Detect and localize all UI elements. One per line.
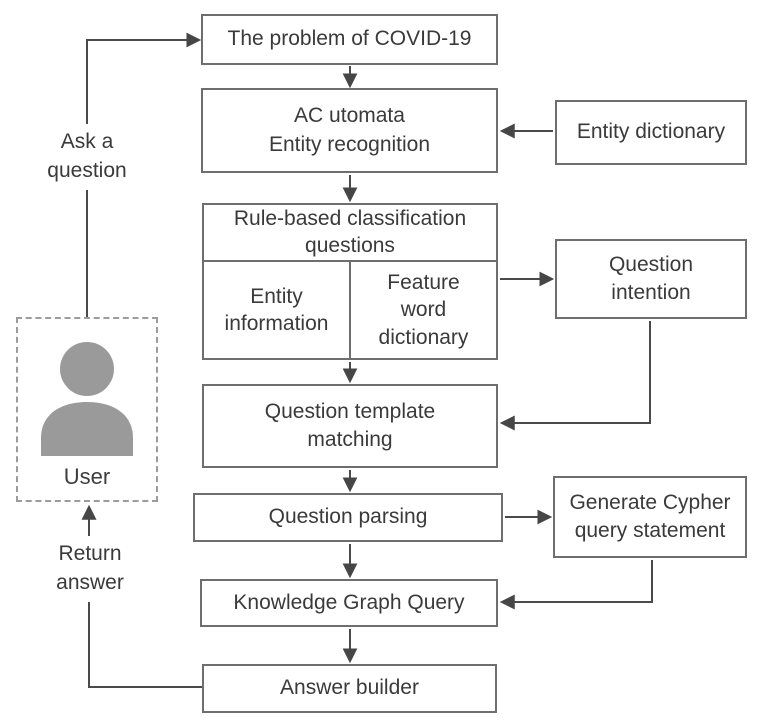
arrow-ask-a-question xyxy=(86,32,202,317)
cell-feature-word-dictionary: Feature word dictionary xyxy=(378,271,469,349)
node-knowledge-graph-query: Knowledge Graph Query xyxy=(200,579,498,627)
user-box: User xyxy=(16,317,158,502)
edge-label-return-answer: Return answer xyxy=(33,536,147,602)
node-entity-dictionary: Entity dictionary xyxy=(555,100,747,165)
node-answer-builder: Answer builder xyxy=(202,664,497,713)
node-generate-cypher-query: Generate Cypher query statement xyxy=(553,476,747,558)
user-icon xyxy=(41,342,133,456)
rule-based-classification-header: Rule-based classification questions xyxy=(204,205,496,262)
node-rule-based-classification: Rule-based classification questions Enti… xyxy=(202,203,498,360)
node-question-parsing: Question parsing xyxy=(193,493,503,542)
edge-label-ask-a-question: Ask a question xyxy=(27,124,147,190)
node-question-intention: Question intention xyxy=(555,239,747,319)
arrow-intention-to-template xyxy=(499,321,651,431)
node-question-template-matching: Question template matching xyxy=(202,384,498,468)
node-entity-recognition: AC utomata Entity recognition xyxy=(201,88,498,173)
cell-entity-information: Entity information xyxy=(204,262,351,358)
node-problem-of-covid19: The problem of COVID-19 xyxy=(201,14,498,65)
arrow-cypher-to-kgquery xyxy=(499,560,653,610)
classification-cells: Entity information Feature word dictiona… xyxy=(204,262,496,358)
user-label: User xyxy=(63,464,111,489)
